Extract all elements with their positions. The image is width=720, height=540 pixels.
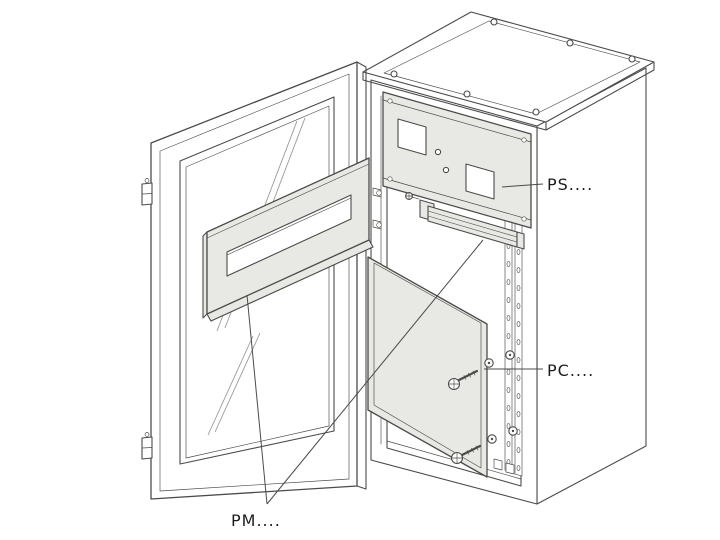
- ps-corner-screw: [387, 98, 393, 104]
- screw-icon: [532, 108, 540, 116]
- door-inner-frame: [159, 73, 350, 492]
- label-pm: PM....: [231, 511, 281, 530]
- ps-bottom-flange: [382, 177, 532, 221]
- leader-line-pm-rail: [266, 239, 484, 505]
- screw-icon: [490, 18, 498, 26]
- rail-channel-line: [427, 210, 518, 238]
- screw-icon: [628, 55, 636, 63]
- rail-right-endcap: [516, 231, 525, 250]
- ps-round-hole: [442, 166, 450, 174]
- ps-corner-screw: [521, 137, 527, 143]
- pm-slot-depth-line: [226, 197, 352, 256]
- door-edge-thickness: [356, 61, 367, 490]
- door-hinge: [141, 432, 153, 460]
- screw-icon: [566, 39, 574, 47]
- screw-icon: [463, 90, 471, 98]
- frame-hinge-clip: [372, 219, 382, 230]
- roof-screws: [390, 18, 636, 116]
- fixing-hardware: [447, 350, 518, 465]
- ps-square-cutout: [465, 163, 495, 200]
- door-window-inner: [185, 105, 330, 459]
- rail-channel-line: [427, 215, 518, 243]
- panel-support-ps: [382, 91, 532, 229]
- washer: [487, 434, 497, 444]
- din-rail: [405, 192, 525, 250]
- ps-top-flange: [382, 99, 532, 143]
- washer: [505, 350, 515, 360]
- ps-corner-screw: [521, 216, 527, 222]
- fixing-screw: [447, 369, 479, 391]
- ps-corner-screw: [387, 176, 393, 182]
- annotations: PS.... PC.... PM....: [231, 175, 594, 530]
- roof-inner-rim: [383, 20, 641, 115]
- cabinet-right-face: [536, 67, 647, 505]
- enclosure-roof: [362, 11, 655, 131]
- label-ps: PS....: [547, 175, 593, 194]
- pc-inner-flange: [373, 262, 482, 469]
- roof-thickness-edges: [362, 61, 655, 131]
- washer: [508, 426, 518, 436]
- washer: [484, 358, 494, 368]
- pm-slot-cutout: [226, 194, 352, 277]
- leader-line-ps: [501, 183, 544, 188]
- blank-panel-pc: [367, 256, 488, 478]
- frame-hinge-clip: [372, 187, 382, 198]
- screw-icon: [390, 70, 398, 78]
- modular-panel-pm: [202, 157, 374, 322]
- ps-round-hole: [434, 148, 442, 156]
- floor-bracket: [493, 458, 503, 471]
- floor-bracket: [505, 462, 515, 475]
- leader-line-pm-panel: [246, 294, 268, 505]
- pc-panel-face: [367, 256, 488, 478]
- door-hinge: [141, 178, 153, 206]
- ps-square-cutout: [397, 118, 427, 156]
- fixing-screw: [450, 444, 482, 465]
- pm-top-flange: [206, 163, 370, 239]
- label-pc: PC....: [547, 361, 594, 380]
